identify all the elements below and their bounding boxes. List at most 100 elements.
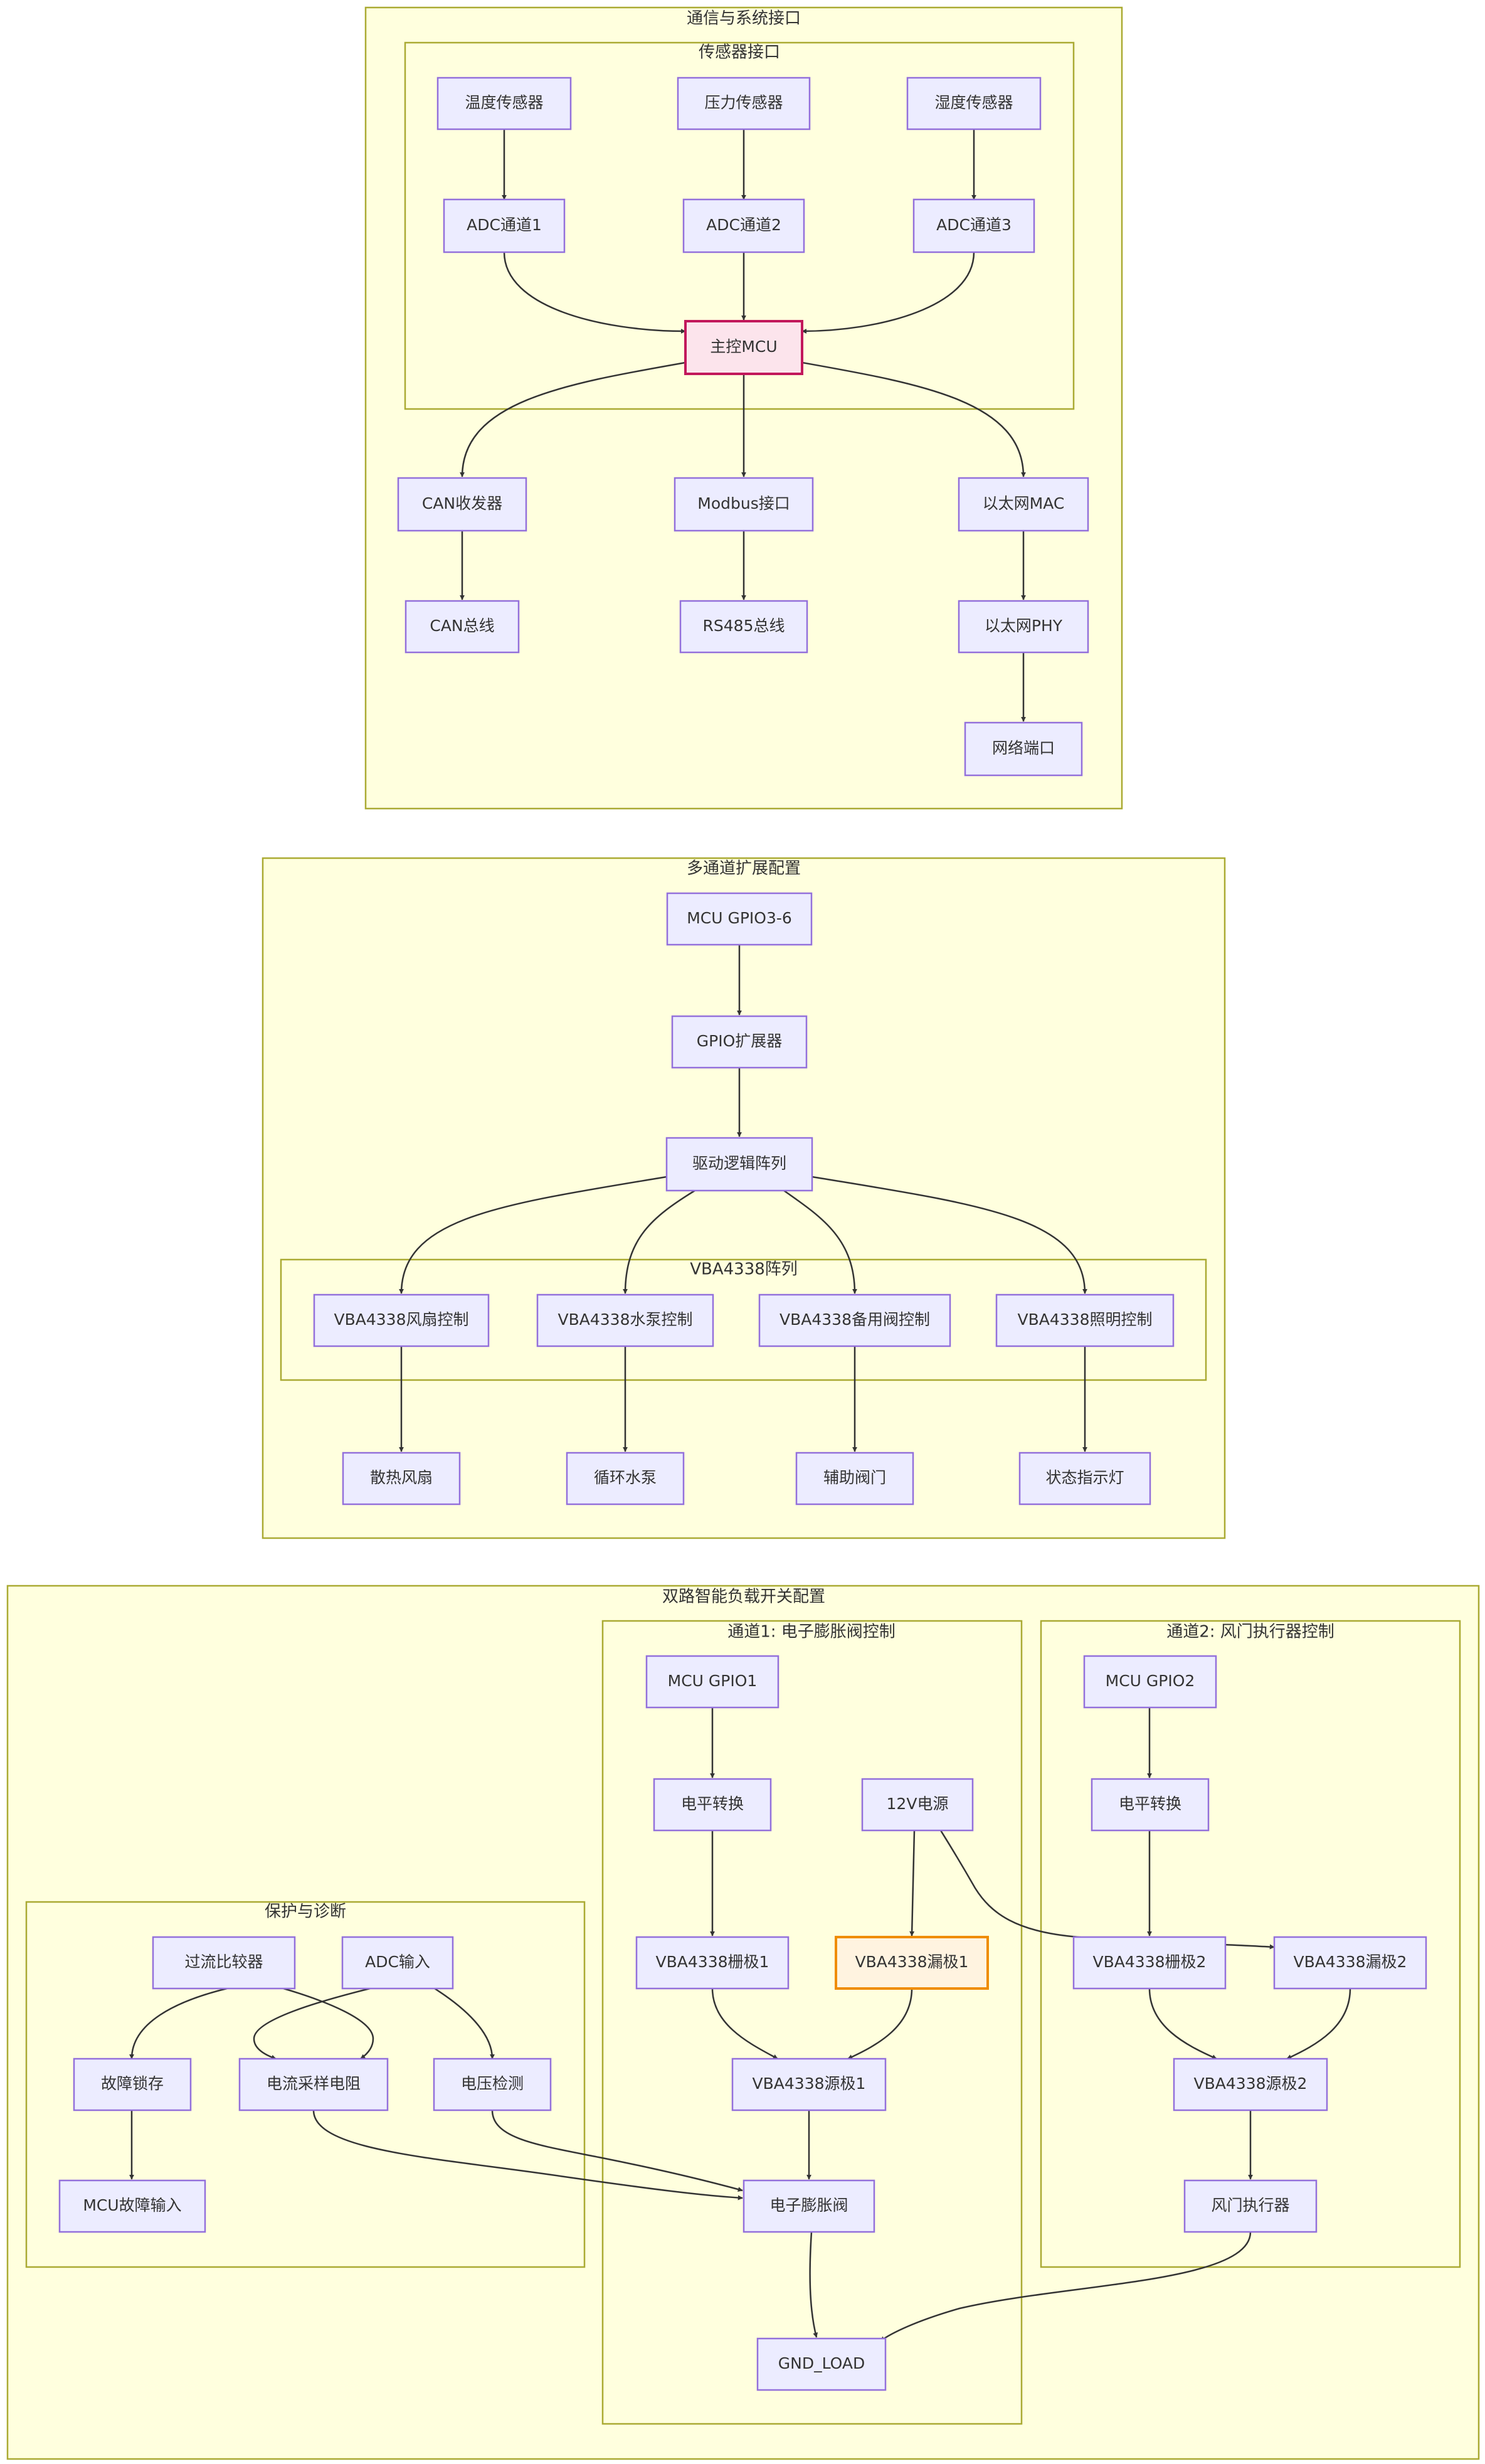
group-sensor-title: 传感器接口 xyxy=(699,43,780,62)
edge-mcu-can xyxy=(460,361,686,477)
node-net-port: 网络端口 xyxy=(964,721,1083,777)
node-eev: 电子膨胀阀 xyxy=(742,2179,875,2233)
node-vba-fan: VBA4338风扇控制 xyxy=(313,1293,490,1347)
edge-drv-fan xyxy=(399,1176,667,1294)
node-volt-det-label: 电压检测 xyxy=(461,2074,524,2093)
edges xyxy=(129,129,1351,2342)
edge-damper-gnd xyxy=(880,2231,1252,2342)
node-pump: 循环水泵 xyxy=(566,1452,685,1505)
node-gate1-label: VBA4338栅极1 xyxy=(656,1953,769,1971)
node-fan: 散热风扇 xyxy=(342,1452,461,1505)
node-cur-sense-label: 电流采样电阻 xyxy=(267,2074,361,2093)
node-vba-pump: VBA4338水泵控制 xyxy=(536,1293,714,1347)
node-pump-label: 循环水泵 xyxy=(594,1468,657,1487)
node-vba-pump-label: VBA4338水泵控制 xyxy=(558,1310,693,1329)
group-comm-title: 通信与系统接口 xyxy=(687,9,801,28)
node-can-bus-label: CAN总线 xyxy=(430,617,494,635)
node-gate2-label: VBA4338栅极2 xyxy=(1093,1953,1207,1971)
node-gpio1-label: MCU GPIO1 xyxy=(668,1672,758,1690)
group-multi: 多通道扩展配置 xyxy=(262,857,1226,1539)
node-mcu-label: 主控MCU xyxy=(710,337,777,356)
group-vbaarray-title: VBA4338阵列 xyxy=(690,1260,798,1279)
node-fan-label: 散热风扇 xyxy=(370,1468,433,1487)
group-ch1-title: 通道1: 电子膨胀阀控制 xyxy=(727,1623,896,1642)
node-eth-phy-label: 以太网PHY xyxy=(985,617,1063,635)
node-can-tx-label: CAN收发器 xyxy=(422,494,502,512)
node-drv-logic: 驱动逻辑阵列 xyxy=(665,1137,813,1192)
edge-pwr-drain1 xyxy=(909,1830,916,1936)
node-aux-valve-label: 辅助阀门 xyxy=(823,1468,886,1487)
edge-drain1-source1 xyxy=(847,1988,913,2060)
node-source1: VBA4338源极1 xyxy=(731,2058,887,2111)
node-eth-mac: 以太网MAC xyxy=(958,477,1089,532)
node-press-sensor: 压力传感器 xyxy=(677,77,811,130)
node-temp-sensor: 温度传感器 xyxy=(436,77,572,130)
edge-adc3-mcu xyxy=(801,252,975,334)
node-adc-in: ADC输入 xyxy=(341,1936,454,1990)
nodes: 温度传感器 压力传感器 湿度传感器 ADC通道1 ADC通道2 ADC通道3 主… xyxy=(58,77,1427,2391)
node-lvl1-label: 电平转换 xyxy=(681,1795,744,1813)
node-drain1: VBA4338漏极1 xyxy=(835,1936,989,1990)
edge-adc1-mcu xyxy=(503,252,686,334)
node-gnd: GND_LOAD xyxy=(756,2337,887,2391)
edge-drain2-source2 xyxy=(1286,1988,1351,2060)
node-volt-det: 电压检测 xyxy=(433,2058,552,2111)
node-lvl1: 电平转换 xyxy=(653,1778,772,1832)
node-aux-valve: 辅助阀门 xyxy=(795,1452,914,1505)
group-ch1: 通道1: 电子膨胀阀控制 xyxy=(601,1620,1023,2425)
node-source1-label: VBA4338源极1 xyxy=(753,2074,866,2093)
edge-volt-eev xyxy=(491,2110,743,2192)
node-drv-logic-label: 驱动逻辑阵列 xyxy=(692,1154,786,1172)
node-adc1: ADC通道1 xyxy=(443,198,566,253)
node-status-led: 状态指示灯 xyxy=(1018,1452,1151,1505)
group-ch2-title: 通道2: 风门执行器控制 xyxy=(1166,1623,1334,1642)
node-eth-phy: 以太网PHY xyxy=(958,600,1089,654)
node-vba-fan-label: VBA4338风扇控制 xyxy=(334,1310,469,1329)
node-pwr12: 12V电源 xyxy=(861,1778,974,1832)
node-lvl2: 电平转换 xyxy=(1091,1778,1210,1832)
node-drain2: VBA4338漏极2 xyxy=(1273,1936,1427,1990)
node-modbus-label: Modbus接口 xyxy=(697,494,790,512)
node-fault-latch-label: 故障锁存 xyxy=(101,2074,164,2093)
node-adc2: ADC通道2 xyxy=(682,198,805,253)
group-prot-title: 保护与诊断 xyxy=(265,1903,346,1921)
node-gpio36-label: MCU GPIO3-6 xyxy=(687,909,792,927)
node-lvl2-label: 电平转换 xyxy=(1119,1795,1181,1813)
node-pwr12-label: 12V电源 xyxy=(887,1795,949,1813)
node-humid-sensor: 湿度传感器 xyxy=(906,77,1042,130)
node-rs485: RS485总线 xyxy=(679,600,808,654)
edge-drv-light xyxy=(811,1176,1087,1294)
edge-eev-gnd xyxy=(809,2231,818,2338)
node-eth-mac-label: 以太网MAC xyxy=(983,494,1065,512)
edge-gate1-source1 xyxy=(711,1988,778,2060)
node-can-bus: CAN总线 xyxy=(404,600,520,654)
node-drain2-label: VBA4338漏极2 xyxy=(1294,1953,1407,1971)
node-adc3-label: ADC通道3 xyxy=(936,216,1012,234)
node-source2-label: VBA4338源极2 xyxy=(1194,2074,1308,2093)
node-gpio1: MCU GPIO1 xyxy=(645,1655,779,1709)
node-cur-sense: 电流采样电阻 xyxy=(238,2058,389,2111)
edge-adc-volt xyxy=(434,1987,495,2059)
node-damper-label: 风门执行器 xyxy=(1211,2196,1289,2214)
node-vba-valve: VBA4338备用阀控制 xyxy=(758,1293,951,1347)
node-damper: 风门执行器 xyxy=(1183,2179,1318,2233)
node-mcu: 主控MCU xyxy=(684,320,803,375)
node-eev-label: 电子膨胀阀 xyxy=(769,2196,848,2214)
node-gpio36: MCU GPIO3-6 xyxy=(666,892,813,946)
edge-adc-cur xyxy=(253,1987,371,2060)
edge-oc-fault xyxy=(129,1987,228,2059)
node-oc-comp-label: 过流比较器 xyxy=(184,1953,263,1971)
node-adc1-label: ADC通道1 xyxy=(467,216,542,234)
node-net-port-label: 网络端口 xyxy=(992,739,1055,757)
edge-mcu-eth xyxy=(801,361,1026,477)
node-adc-in-label: ADC输入 xyxy=(365,1953,430,1971)
edge-oc-cur xyxy=(283,1987,374,2060)
node-gpio-exp-label: GPIO扩展器 xyxy=(697,1032,783,1050)
group-dual-title: 双路智能负载开关配置 xyxy=(662,1588,825,1606)
node-gnd-label: GND_LOAD xyxy=(778,2354,865,2372)
node-drain1-label: VBA4338漏极1 xyxy=(855,1953,969,1971)
node-gate2: VBA4338栅极2 xyxy=(1072,1936,1227,1990)
node-mcu-fault-label: MCU故障输入 xyxy=(83,2196,181,2214)
node-modbus: Modbus接口 xyxy=(674,477,814,532)
node-gpio2: MCU GPIO2 xyxy=(1083,1655,1217,1709)
